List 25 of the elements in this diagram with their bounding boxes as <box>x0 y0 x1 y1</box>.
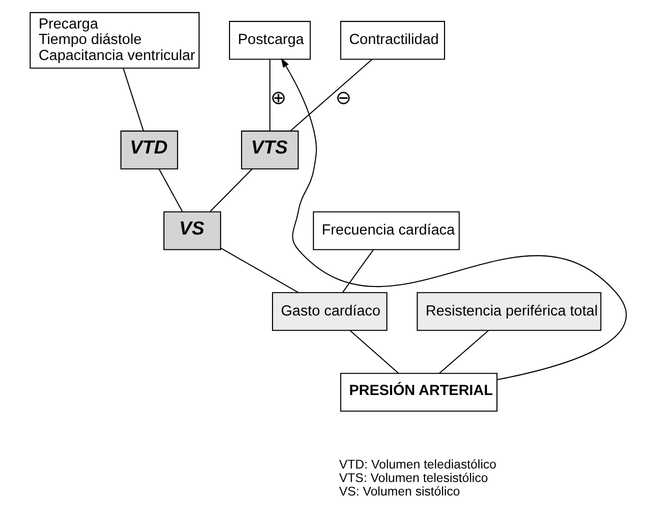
connector <box>349 330 398 374</box>
node-box: VTD <box>120 130 178 170</box>
connector <box>342 249 374 293</box>
connector <box>438 330 488 374</box>
arrow <box>280 58 626 380</box>
node-box: VTS <box>240 130 298 170</box>
label: VTS: Volumen telesistólico <box>338 471 488 486</box>
node-box: Contractilidad <box>340 20 445 60</box>
label: VS: Volumen sistólico <box>338 484 460 499</box>
connector <box>220 248 298 293</box>
connector <box>122 68 144 131</box>
node-box: PRESIÓN ARTERIAL <box>340 372 497 412</box>
label: VTD: Volumen telediastólico <box>338 457 496 472</box>
node-box: VS <box>162 211 221 250</box>
node-box: Precarga Tiempo diástole Capacitancia ventricular <box>29 12 200 69</box>
connector <box>158 168 182 212</box>
connector <box>268 60 270 131</box>
connector <box>290 59 372 132</box>
connector <box>209 168 252 212</box>
node-box: Frecuencia cardíaca <box>312 211 460 250</box>
node-box: Resistencia periférica total <box>416 292 601 331</box>
node-box: Postcarga <box>228 20 310 60</box>
node-box: Gasto cardíaco <box>271 292 387 331</box>
edge-label: ⊖ <box>334 88 351 110</box>
edge-label: ⊕ <box>270 88 286 110</box>
